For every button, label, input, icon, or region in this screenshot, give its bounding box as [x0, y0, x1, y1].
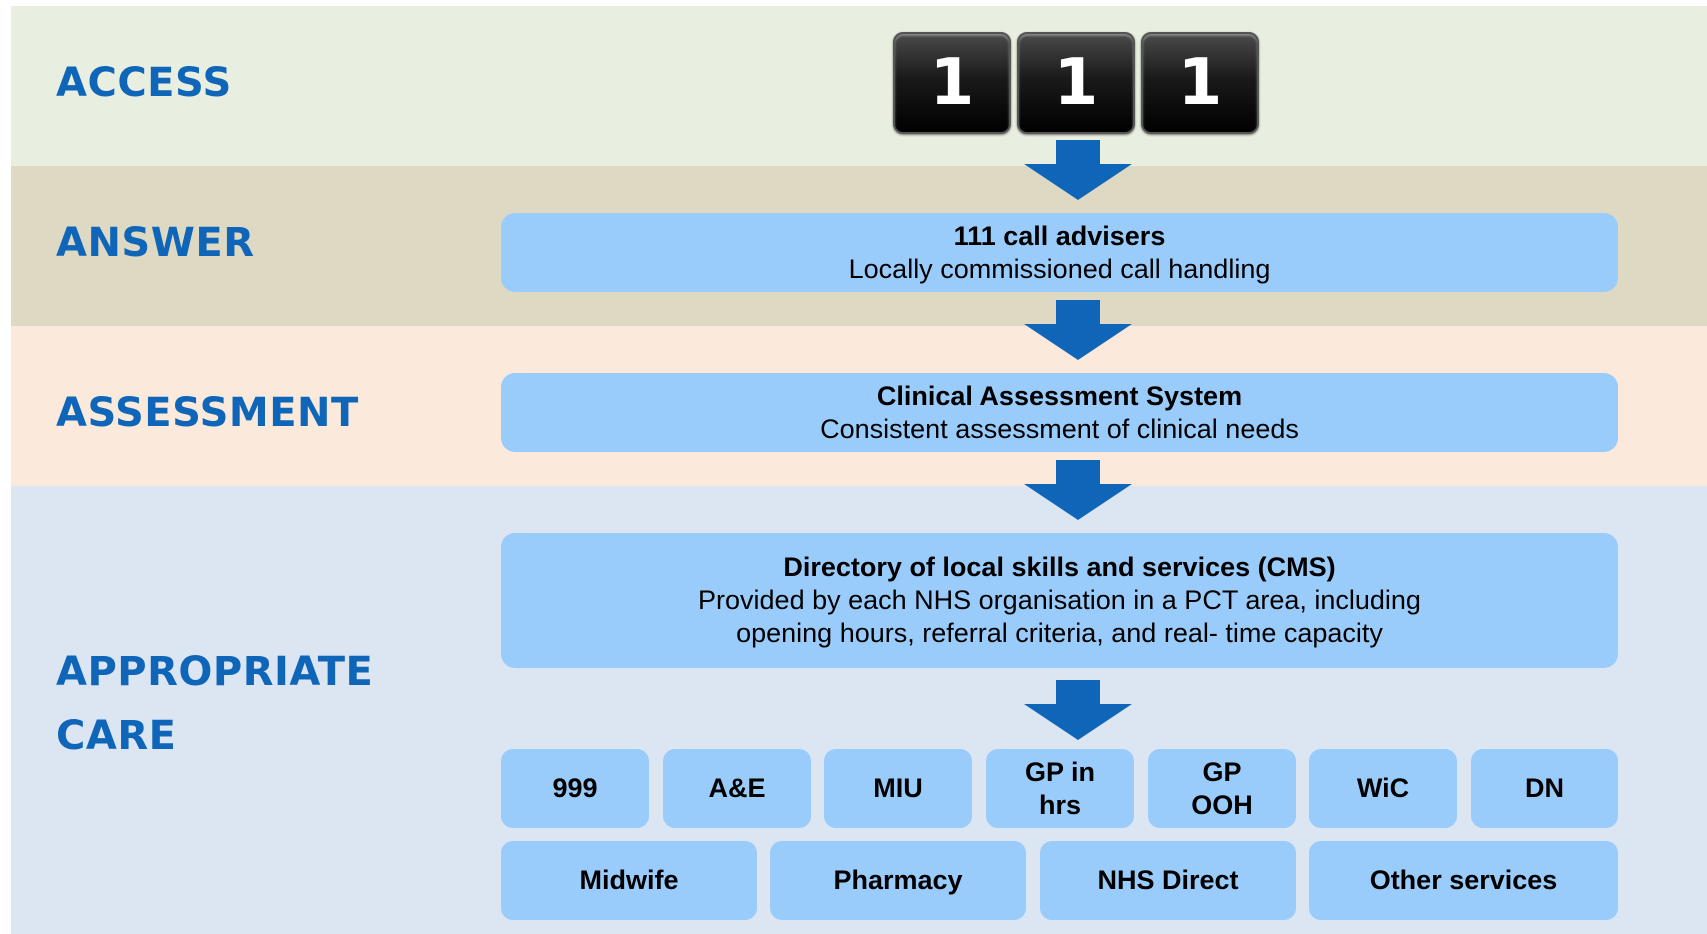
service-tile-wic: WiC	[1309, 749, 1457, 828]
service-tile-pharmacy: Pharmacy	[770, 841, 1026, 920]
clinical-assessment-box: Clinical Assessment System Consistent as…	[501, 373, 1618, 452]
call-advisers-title: 111 call advisers	[953, 220, 1166, 251]
service-tile-nhs-direct: NHS Direct	[1040, 841, 1296, 920]
service-tile-miu: MIU	[824, 749, 972, 828]
stage-label-access: ACCESS	[56, 60, 232, 106]
service-tile-midwife: Midwife	[501, 841, 757, 920]
call-advisers-box: 111 call advisers Locally commissioned c…	[501, 213, 1618, 292]
stage-label-answer: ANSWER	[56, 220, 255, 266]
service-tile-gp-ooh: GP OOH	[1148, 749, 1296, 828]
down-arrow-icon	[1024, 300, 1132, 360]
keypad-key-1: 1	[893, 32, 1011, 134]
clinical-assessment-subtitle: Consistent assessment of clinical needs	[820, 413, 1299, 444]
keypad-111: 1 1 1	[893, 32, 1259, 134]
service-tile-gp-in-hrs: GP in hrs	[986, 749, 1134, 828]
down-arrow-icon	[1024, 460, 1132, 520]
service-tile-999: 999	[501, 749, 649, 828]
keypad-key-3: 1	[1141, 32, 1259, 134]
directory-line-1: Provided by each NHS organisation in a P…	[698, 585, 1421, 615]
access-band	[11, 6, 1707, 166]
directory-title: Directory of local skills and services (…	[783, 552, 1336, 582]
down-arrow-icon	[1024, 140, 1132, 200]
service-tile-other-services: Other services	[1309, 841, 1618, 920]
directory-line-2: opening hours, referral criteria, and re…	[736, 618, 1383, 648]
service-tile-ae: A&E	[663, 749, 811, 828]
clinical-assessment-title: Clinical Assessment System	[876, 380, 1243, 411]
stage-label-appropriate-care: APPROPRIATE CARE	[56, 649, 374, 759]
call-advisers-subtitle: Locally commissioned call handling	[848, 253, 1271, 284]
keypad-key-2: 1	[1017, 32, 1135, 134]
service-tile-dn: DN	[1471, 749, 1618, 828]
down-arrow-icon	[1024, 680, 1132, 740]
directory-box: Directory of local skills and services (…	[501, 533, 1618, 668]
stage-label-assessment: ASSESSMENT	[56, 390, 359, 436]
